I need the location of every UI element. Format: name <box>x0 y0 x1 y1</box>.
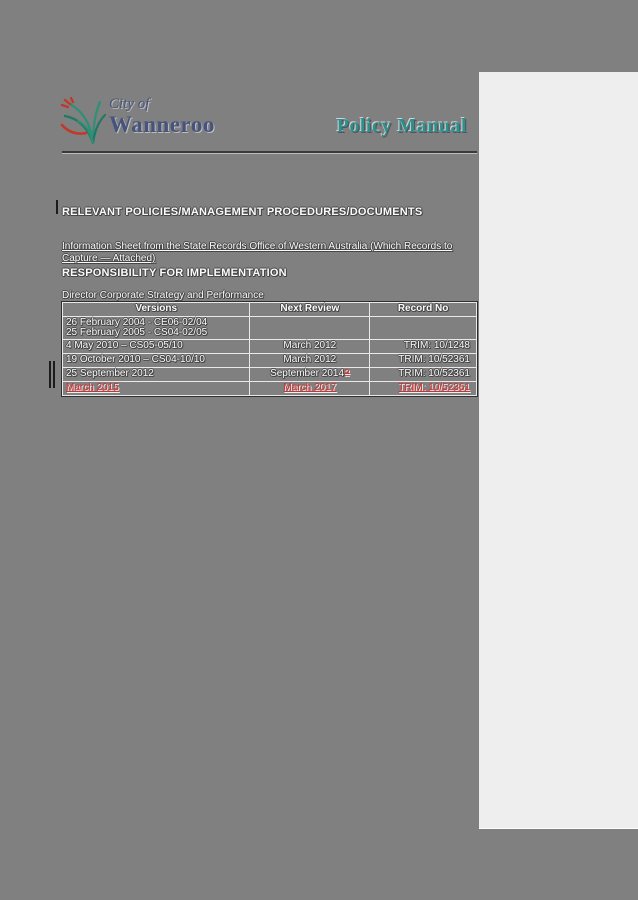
section-heading-relevant-policies: RELEVANT POLICIES/MANAGEMENT PROCEDURES/… <box>62 206 423 218</box>
table-row-inserted: March 2015 March 2017 TRIM: 10/52361 <box>61 381 477 396</box>
version-entry: 26 February 2004 - CE06-02/04 <box>66 317 208 328</box>
col-header-versions: Versions <box>61 302 251 317</box>
record-no-cell: TRIM: 10/52361 <box>369 353 477 368</box>
versions-table: Versions Next Review Record No 26 Februa… <box>61 302 477 396</box>
record-no-cell: TRIM: 10/52361 <box>369 367 477 382</box>
col-header-record-no: Record No <box>369 302 477 317</box>
table-row: 26 February 2004 - CE06-02/04 25 Februar… <box>61 316 477 340</box>
record-no-cell <box>369 316 477 340</box>
version-entry: 19 October 2010 – CS04-10/10 <box>61 353 251 368</box>
header-rule <box>62 151 477 154</box>
logo-city-of: City of <box>109 96 150 112</box>
change-bar <box>56 200 58 214</box>
responsibility-text: Director Corporate Strategy and Performa… <box>62 290 264 301</box>
city-of-wanneroo-logo: City of Wanneroo <box>60 97 215 145</box>
record-no-cell: TRIM: 10/1248 <box>369 339 477 354</box>
change-bar <box>49 361 51 388</box>
next-review-cell <box>249 316 371 340</box>
next-review-cell: March 2012 <box>249 353 371 368</box>
next-review-deleted-digit: 2 <box>344 368 350 379</box>
next-review-cell: March 2012 <box>249 339 371 354</box>
manual-title: Policy Manual <box>336 115 467 137</box>
next-review-cell-inserted: March 2017 <box>249 381 371 396</box>
logo-wanneroo: Wanneroo <box>109 112 215 137</box>
version-entry: 4 May 2010 – CS05-05/10 <box>61 339 251 354</box>
record-no-cell-inserted: TRIM: 10/52361 <box>369 381 477 396</box>
info-sheet-text: Information Sheet from the State Records… <box>62 241 453 264</box>
kangaroo-paw-icon <box>60 97 106 145</box>
section-heading-responsibility: RESPONSIBILITY FOR IMPLEMENTATION <box>62 267 287 279</box>
version-entry: 25 February 2005 - CS04-02/05 <box>66 327 208 338</box>
table-row: 19 October 2010 – CS04-10/10 March 2012 … <box>61 353 477 368</box>
version-entry: 25 September 2012 <box>61 367 251 382</box>
logo-text: City of Wanneroo <box>109 96 215 137</box>
next-review-cell: September 20142 <box>249 367 371 382</box>
page-edge <box>479 72 638 829</box>
next-review-kept: September 2014 <box>270 368 345 379</box>
table-row-edited: 25 September 2012 September 20142 TRIM: … <box>61 367 477 382</box>
version-entry-inserted: March 2015 <box>61 381 251 396</box>
table-row: 4 May 2010 – CS05-05/10 March 2012 TRIM:… <box>61 339 477 354</box>
change-bar <box>53 361 55 388</box>
table-header-row: Versions Next Review Record No <box>61 302 477 317</box>
col-header-next-review: Next Review <box>249 302 371 317</box>
